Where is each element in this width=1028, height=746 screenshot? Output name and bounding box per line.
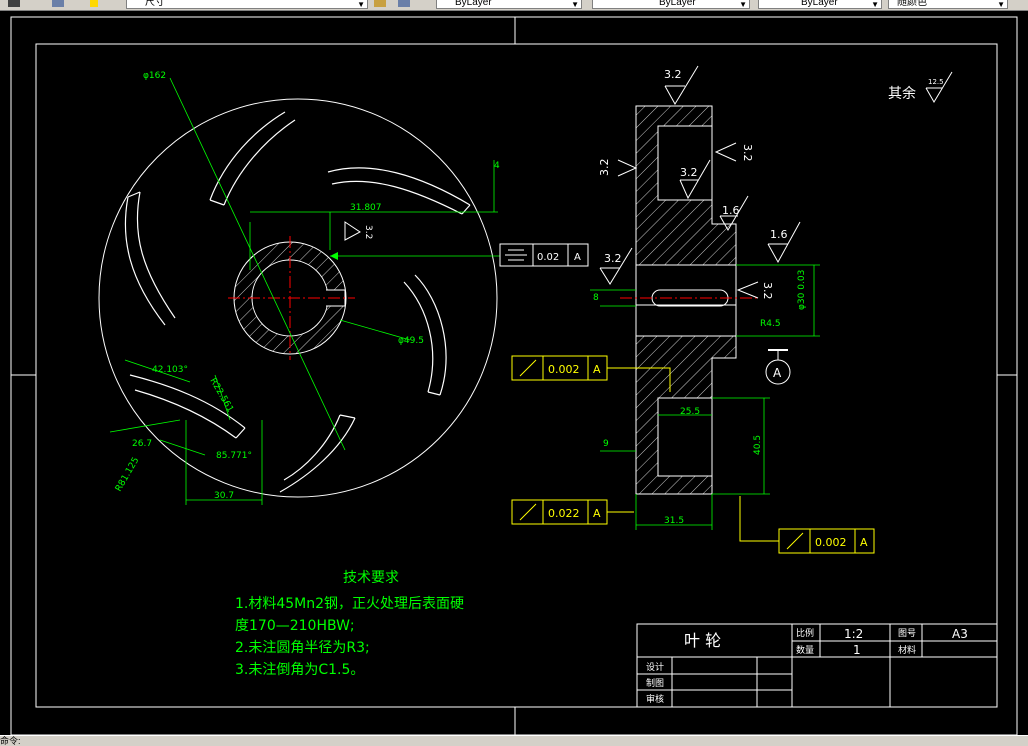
- command-prompt: 命令:: [0, 736, 21, 746]
- roughness-1-6-b: 1.6: [770, 228, 788, 241]
- tech-title: 技术要求: [343, 570, 399, 586]
- dimension-style-select[interactable]: 尺寸 ▼: [126, 0, 368, 9]
- material-label: 材料: [898, 644, 916, 656]
- shaft-hub: [228, 236, 355, 360]
- layer-icon[interactable]: [52, 0, 64, 7]
- tol3-value: 0.022: [548, 507, 580, 520]
- datum-a-symbol: A: [765, 349, 791, 385]
- section-view: [620, 105, 760, 495]
- tolerance-frame-1: 0.02 A: [499, 243, 589, 267]
- roughness-symbols: [599, 65, 953, 299]
- toolbar-icon[interactable]: [8, 0, 20, 7]
- roughness-1-6-a: 1.6: [722, 204, 740, 217]
- bulb-icon[interactable]: [90, 0, 98, 7]
- plot-style-select[interactable]: 随颜色 ▼: [888, 0, 1008, 9]
- technical-requirements: 技术要求 1.材料45Mn2钢，正火处理后表面硬 度170—210HBW; 2.…: [235, 570, 464, 678]
- dim-315: 31.5: [664, 516, 684, 526]
- lineweight-select[interactable]: ByLayer ▼: [758, 0, 882, 9]
- dim-r45: R4.5: [760, 319, 781, 329]
- dim-255: 25.5: [680, 407, 700, 417]
- qty-label: 数量: [796, 644, 814, 656]
- title-block: [636, 623, 998, 708]
- part-name: 叶 轮: [684, 631, 721, 650]
- roughness-3-2-f: 3.2: [761, 282, 774, 300]
- lineweight-value: ByLayer: [801, 0, 838, 8]
- roughness-3-2-e: 3.2: [604, 252, 622, 265]
- dim-307: 30.7: [214, 491, 234, 501]
- tol2-value: 0.002: [548, 363, 580, 376]
- chevron-down-icon[interactable]: ▼: [357, 0, 365, 9]
- qty-value: 1: [853, 643, 861, 657]
- dim-42103: 42.103°: [152, 365, 188, 375]
- command-line[interactable]: 命令:: [0, 735, 1028, 746]
- dim-phi162: φ162: [143, 71, 166, 81]
- tech-line-1: 1.材料45Mn2钢，正火处理后表面硬: [235, 596, 464, 612]
- roughness-3-2-side: 3.2: [598, 159, 611, 177]
- drawing-no-label: 图号: [898, 628, 916, 639]
- roughness-3-2-a: 3.2: [363, 225, 373, 239]
- layer-value: ByLayer: [455, 0, 492, 8]
- roughness-texts: 3.2 3.2 3.2 3.2 1.6 1.6 3.2 3.2 其余 12.5: [598, 68, 944, 300]
- tol4-datum: A: [860, 536, 868, 549]
- scale-value: 1:2: [844, 627, 863, 641]
- linetype-value: ByLayer: [659, 0, 696, 8]
- design-label: 设计: [646, 661, 664, 673]
- check-label: 审核: [646, 693, 664, 705]
- plot-style-value: 随颜色: [897, 0, 927, 8]
- dim-85771: 85.771°: [216, 451, 252, 461]
- roughness-3-2-b: 3.2: [664, 68, 682, 81]
- chevron-down-icon[interactable]: ▼: [871, 0, 879, 9]
- dimension-style-value: 尺寸: [145, 0, 165, 8]
- layer-previous-icon[interactable]: [398, 0, 410, 7]
- tech-line-3: 2.未注圆角半径为R3;: [235, 640, 370, 656]
- chevron-down-icon[interactable]: ▼: [997, 0, 1005, 9]
- section-dim-texts: φ30 0.03 R4.5 8 25.5 40.5 9 31.5: [593, 270, 807, 526]
- layer-manager-icon[interactable]: [374, 0, 386, 7]
- tolerance-frame-3: 0.022 A: [511, 499, 634, 525]
- impeller-blades: [124, 111, 471, 493]
- dim-phi30: φ30 0.03: [797, 270, 807, 310]
- dim-r22561: R22.561: [207, 377, 235, 415]
- roughness-3-2-d: 3.2: [741, 144, 754, 162]
- tolerance-frame-4: 0.002 A: [739, 496, 875, 554]
- tol1-datum: A: [574, 252, 581, 263]
- dim-phi495: φ49.5: [398, 336, 424, 346]
- dim-4: 4: [494, 161, 500, 171]
- scale-label: 比例: [796, 627, 814, 639]
- dim-405: 40.5: [753, 435, 763, 455]
- title-block-texts: 叶 轮 比例 1:2 图号 A3 数量 1 材料 设计 制图 审核: [646, 627, 968, 705]
- linetype-select[interactable]: ByLayer ▼: [592, 0, 750, 9]
- dim-r81125: R81.125: [114, 456, 142, 494]
- dimension-lines: [109, 77, 500, 505]
- drawing-canvas[interactable]: φ162 31.807 4 φ49.5 42.103° R22.561 26.7…: [0, 11, 1028, 736]
- dim-31807: 31.807: [350, 203, 382, 213]
- roughness-rest-value: 12.5: [928, 78, 944, 86]
- tech-line-4: 3.未注倒角为C1.5。: [235, 662, 364, 678]
- chevron-down-icon[interactable]: ▼: [739, 0, 747, 9]
- toolbar: 尺寸 ▼ ByLayer ▼ ByLayer ▼ ByLayer ▼ 随颜色 ▼: [0, 0, 1028, 11]
- dim-9: 9: [603, 439, 609, 449]
- chevron-down-icon[interactable]: ▼: [571, 0, 579, 9]
- datum-label: A: [773, 366, 782, 380]
- layer-select[interactable]: ByLayer ▼: [436, 0, 582, 9]
- tolerance-frame-2: 0.002 A: [511, 355, 671, 392]
- tech-line-2: 度170—210HBW;: [235, 618, 355, 634]
- drawing-frame: [10, 16, 1018, 736]
- roughness-3-2-c: 3.2: [680, 166, 698, 179]
- tol4-value: 0.002: [815, 536, 847, 549]
- dim-8: 8: [593, 293, 599, 303]
- impeller-front-view: [98, 77, 500, 505]
- dim-267: 26.7: [132, 439, 152, 449]
- section-dims: [590, 264, 820, 530]
- draw-label: 制图: [646, 677, 664, 689]
- roughness-rest-label: 其余: [888, 85, 916, 102]
- tol2-datum: A: [593, 363, 601, 376]
- tol3-datum: A: [593, 507, 601, 520]
- tol1-value: 0.02: [537, 252, 559, 263]
- drawing-no-value: A3: [952, 627, 968, 641]
